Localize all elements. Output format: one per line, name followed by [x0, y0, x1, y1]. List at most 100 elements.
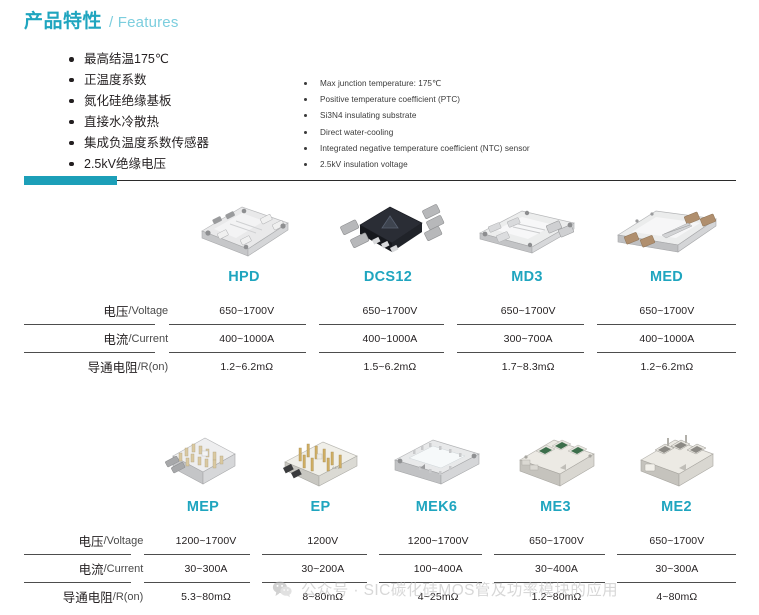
cell-value: 400~1000A: [219, 332, 275, 345]
product-image-me2: [623, 420, 731, 492]
product-cell-ep: AEV EP: [262, 420, 379, 515]
product-cell-spacer-2: [24, 420, 144, 515]
cell-value: 4~25mΩ: [417, 590, 459, 603]
spec-label-cn: 导通电阻: [62, 591, 113, 605]
row-separator: [24, 554, 736, 555]
product-cell-mep: MEP: [144, 420, 262, 515]
row-separator: [24, 582, 736, 583]
table-row: 电流/Current 30~300A 30~200A 100~400A 30~4…: [24, 555, 736, 582]
spec-label-voltage: 电压/Voltage: [24, 297, 172, 324]
product-name-ep: EP: [310, 499, 331, 515]
features-list-en: Max junction temperature: 175℃ Positive …: [262, 79, 632, 176]
cell-value: 4~80mΩ: [656, 590, 698, 603]
cell-value: 400~1000A: [639, 332, 695, 345]
product-cell-me2: ME2: [617, 420, 736, 515]
spec-table-1: 电压/Voltage 650~1700V 650~1700V 650~1700V…: [24, 297, 736, 380]
product-name-hpd: HPD: [228, 269, 260, 285]
cell-value: 650~1700V: [362, 304, 418, 317]
page-title-en: / Features: [109, 14, 179, 31]
cell-value: 100~400A: [413, 562, 463, 575]
cell-value: 650~1700V: [529, 534, 584, 547]
spec-label-en: /Voltage: [103, 534, 144, 547]
cell-value: 1.2~6.2mΩ: [640, 360, 694, 373]
spec-label-ron: 导通电阻/R(on): [24, 583, 147, 610]
product-name-md3: MD3: [511, 269, 543, 285]
product-cell-me3: ME3: [494, 420, 617, 515]
product-name-mep: MEP: [186, 499, 220, 515]
list-item: 直接水冷散热: [68, 115, 288, 129]
product-section-2: MEP: [24, 420, 736, 610]
divider-rule: [117, 180, 736, 181]
spec-label-en: /Voltage: [128, 304, 169, 317]
cell-value: 8~80mΩ: [302, 590, 344, 603]
divider-accent-block: [24, 176, 117, 185]
product-name-dcs12: DCS12: [363, 269, 413, 285]
cell-value: 650~1700V: [649, 534, 705, 547]
list-item: Direct water-cooling: [302, 128, 632, 137]
spec-label-en: /R(on): [112, 590, 144, 603]
spec-label-ron: 导通电阻/R(on): [24, 353, 172, 380]
list-item: Si3N4 insulating substrate: [302, 111, 632, 120]
cell-value: 1.5~6.2mΩ: [363, 360, 417, 373]
spec-label-cn: 导通电阻: [87, 361, 138, 375]
page-title: 产品特性 / Features: [24, 6, 179, 33]
list-item: 最高结温175℃: [68, 52, 288, 66]
cell-value: 30~300A: [655, 562, 699, 575]
cell-value: 1200~1700V: [175, 534, 237, 547]
table-row: 电压/Voltage 650~1700V 650~1700V 650~1700V…: [24, 297, 736, 324]
product-cell-md3: MD3: [457, 190, 597, 285]
list-item: Positive temperature coefficient (PTC): [302, 95, 632, 104]
product-image-dcs12: [328, 190, 448, 262]
list-item: 集成负温度系数传感器: [68, 136, 288, 150]
table-row: 电压/Voltage 1200~1700V 1200V 1200~1700V 6…: [24, 527, 736, 554]
product-cell-mek6: MEK6: [379, 420, 494, 515]
list-item: Integrated negative temperature coeffici…: [302, 144, 632, 153]
spec-table-2: 电压/Voltage 1200~1700V 1200V 1200~1700V 6…: [24, 527, 736, 610]
list-item: Max junction temperature: 175℃: [302, 79, 632, 88]
cell-value: 400~1000A: [362, 332, 418, 345]
product-image-mep: [153, 420, 253, 492]
product-cell-hpd-img: HPD: [169, 190, 319, 285]
product-image-row-1: HPD: [24, 190, 736, 285]
spec-label-en: /Current: [103, 562, 144, 575]
row-separator: [24, 324, 736, 325]
table-row: 电流/Current 400~1000A 400~1000A 300~700A …: [24, 325, 736, 352]
spec-label-cn: 电流: [78, 563, 104, 577]
spec-label-current: 电流/Current: [24, 555, 147, 582]
product-image-hpd: [184, 190, 304, 262]
cell-value: 1.2~6.2mΩ: [220, 360, 274, 373]
product-cell-hpd: [24, 190, 169, 285]
product-image-med: [604, 190, 730, 262]
list-item: 氮化硅绝缘基板: [68, 94, 288, 108]
row-separator: [24, 352, 736, 353]
cell-value: 30~400A: [535, 562, 579, 575]
cell-value: 30~300A: [184, 562, 228, 575]
product-name-me3: ME3: [540, 499, 571, 515]
list-item: 2.5kV insulation voltage: [302, 160, 632, 169]
cell-value: 1200~1700V: [407, 534, 469, 547]
table-row: 导通电阻/R(on) 5.3~80mΩ 8~80mΩ 4~25mΩ 1.2~80…: [24, 583, 736, 610]
cell-value: 650~1700V: [639, 304, 695, 317]
cell-value: 300~700A: [503, 332, 553, 345]
product-cell-med: MED: [597, 190, 736, 285]
features-list-cn: 最高结温175℃ 正温度系数 氮化硅绝缘基板 直接水冷散热 集成负温度系数传感器…: [28, 52, 288, 178]
product-image-row-2: MEP: [24, 420, 736, 515]
page-title-cn: 产品特性: [24, 11, 103, 32]
product-name-med: MED: [649, 269, 684, 285]
list-item: 正温度系数: [68, 73, 288, 87]
product-name-mek6: MEK6: [415, 499, 458, 515]
product-image-mek6: [383, 420, 491, 492]
spec-label-cn: 电压: [103, 305, 129, 319]
product-cell-dcs12: DCS12: [319, 190, 457, 285]
cell-value: 1200V: [307, 534, 339, 547]
spec-label-cn: 电流: [103, 333, 129, 347]
cell-value: 30~200A: [301, 562, 345, 575]
cell-value: 5.3~80mΩ: [181, 590, 231, 603]
section-divider: [24, 176, 736, 185]
spec-label-cn: 电压: [78, 535, 104, 549]
product-image-md3: [466, 190, 588, 262]
cell-value: 1.7~8.3mΩ: [501, 360, 555, 373]
product-image-ep: AEV: [269, 420, 373, 492]
spec-label-en: /Current: [128, 332, 169, 345]
